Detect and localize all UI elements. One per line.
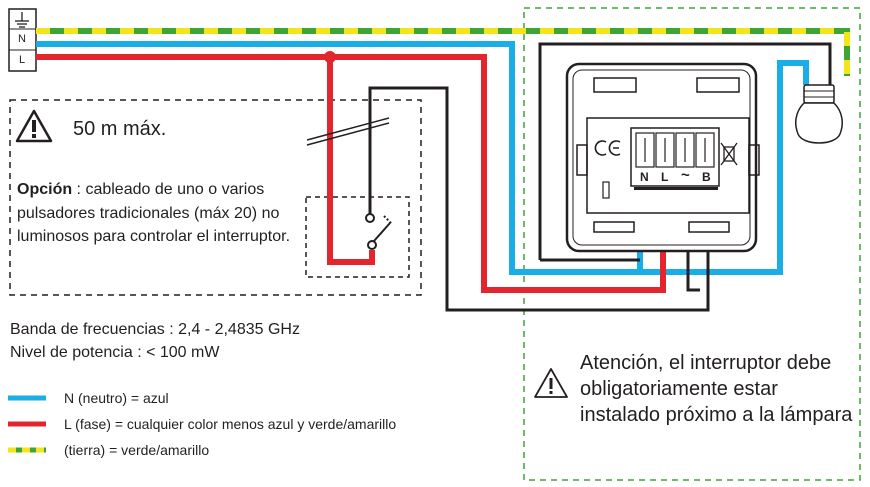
- legend-label-phase: L (fase) = cualquier color menos azul y …: [64, 416, 397, 432]
- lamp-icon: [795, 84, 843, 144]
- max-distance-label: 50 m máx.: [73, 118, 167, 140]
- warning-triangle-icon: [534, 368, 568, 398]
- earth-icon: [15, 12, 29, 28]
- option-zone: [9, 99, 422, 296]
- terminal-label-neutral: N: [18, 33, 26, 45]
- cable-break-mark: [306, 117, 390, 146]
- install-warning: Atención, el interruptor debe obligatori…: [580, 352, 853, 426]
- pushbutton-icon: [365, 213, 393, 250]
- phase-junction: [324, 51, 336, 63]
- switch-module: [565, 62, 760, 253]
- weee-bin-icon: [720, 142, 738, 166]
- option-note-text: : cableado de uno o varios pulsadores tr…: [17, 181, 291, 245]
- terminal-label-line: L: [19, 54, 26, 66]
- ce-mark-icon: [594, 140, 621, 156]
- pushbutton-box: [305, 196, 410, 278]
- option-note-title: Opción: [17, 181, 73, 198]
- module-terminal-b: B: [702, 170, 711, 184]
- module-terminal-tilde: ~: [681, 167, 690, 184]
- option-note: Opción : cableado de uno o varios pulsad…: [17, 178, 307, 249]
- module-terminal-l: L: [661, 170, 669, 184]
- legend-label-neutral: N (neutro) = azul: [64, 390, 169, 406]
- module-terminal-n: N: [640, 170, 649, 184]
- power-level: Nivel de potencia : < 100 mW: [10, 344, 220, 361]
- frequency-band: Banda de frecuencias : 2,4 - 2,4835 GHz: [10, 321, 300, 338]
- legend-label-earth: (tierra) = verde/amarillo: [64, 442, 210, 458]
- warning-triangle-icon: [15, 109, 53, 143]
- supply-terminal-box: [8, 8, 37, 72]
- installation-zone: [523, 7, 861, 481]
- earth-wire: [36, 28, 850, 76]
- legend-swatches: [8, 395, 46, 453]
